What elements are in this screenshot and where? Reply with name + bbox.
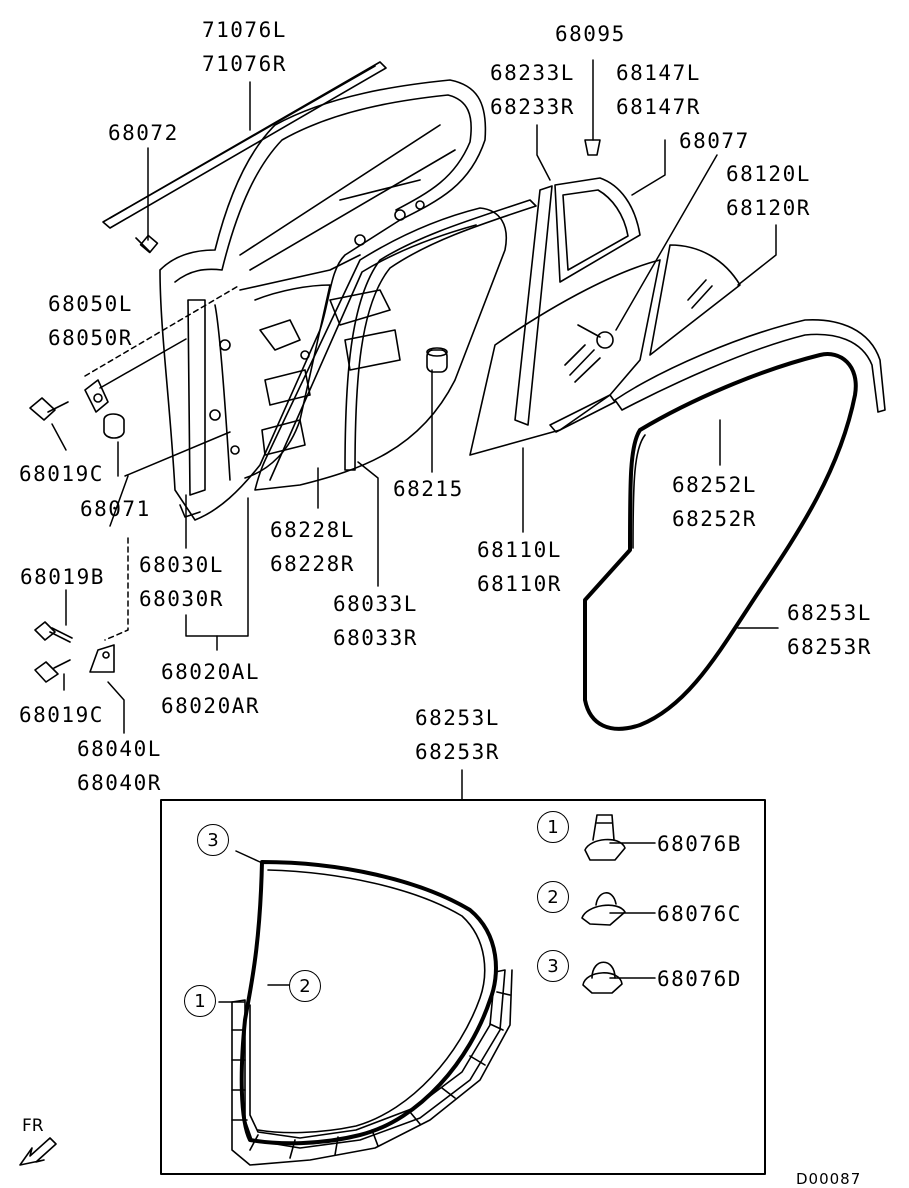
clip-68076d-shape (582, 961, 623, 994)
weatherstrip (583, 319, 886, 731)
drawing-code: D00087 (796, 1170, 862, 1188)
door-panel (159, 79, 487, 521)
callout-68215: 68215 (393, 477, 464, 501)
callout-68072: 68072 (108, 121, 179, 145)
clip-68076c-label: 68076C (657, 902, 742, 926)
clip-marker-1: 1 (537, 811, 569, 843)
clip-68095 (584, 139, 601, 156)
door-glass (469, 259, 661, 456)
bolt-68019c-top (29, 397, 69, 421)
front-direction-label: FR (22, 1116, 44, 1136)
door-trim-panel (254, 207, 507, 491)
washer-68071 (103, 413, 125, 439)
bolt-68019c-bottom (34, 659, 71, 683)
callout-68019b: 68019B (20, 565, 105, 589)
hinge-lower (89, 644, 115, 673)
leader-lines (51, 59, 779, 1003)
clip-68076b-label: 68076B (657, 832, 742, 856)
front-arrow-icon (19, 1137, 57, 1166)
clip-marker-2: 2 (537, 881, 569, 913)
callout-68019c-bottom: 68019C (19, 703, 104, 727)
sash-molding (514, 185, 553, 426)
glass-run-channel (344, 199, 537, 471)
callout-68071: 68071 (80, 497, 151, 521)
quarter-glass (649, 244, 741, 356)
belt-molding-strip (102, 61, 387, 229)
callout-68095: 68095 (555, 22, 626, 46)
seal-marker-3: 3 (197, 824, 229, 856)
detail-box (160, 799, 766, 1175)
bolt-68077 (577, 324, 614, 349)
bolt-68019b (34, 621, 73, 643)
clip-68076c-shape (581, 892, 626, 926)
clip-68076b-shape (584, 814, 626, 861)
clip-68076d-label: 68076D (657, 967, 742, 991)
quarter-glass-frame (554, 177, 641, 283)
seal-marker-2: 2 (289, 970, 321, 1002)
callout-68019c-top: 68019C (19, 462, 104, 486)
callout-68077: 68077 (679, 129, 750, 153)
screw-68072 (135, 234, 159, 254)
clip-marker-3: 3 (537, 950, 569, 982)
bumper-68215 (426, 347, 448, 373)
hinge-upper (84, 379, 109, 413)
seal-marker-1: 1 (184, 985, 216, 1017)
